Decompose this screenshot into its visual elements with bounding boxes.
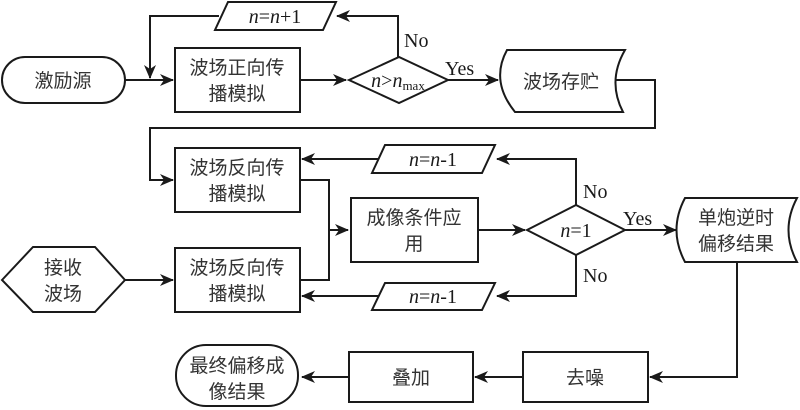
- process-shape: [174, 47, 301, 113]
- backward-top-line1: 波场反向传: [189, 157, 284, 179]
- decision-n1-expr: n=1: [560, 220, 591, 242]
- forward-sim-line2: 播模拟: [208, 83, 265, 105]
- node-final-result: 最终偏移成 像结果: [175, 344, 299, 407]
- edge-n1-no-to-decrement-top: [496, 153, 577, 205]
- node-single-shot-result: 单炮逆时 偏移结果: [675, 197, 799, 263]
- receiver-line2: 波场: [44, 283, 82, 305]
- label-n1-no-top: No: [583, 181, 607, 203]
- label-nmax-yes: Yes: [445, 58, 474, 80]
- single-shot-line2: 偏移结果: [698, 233, 774, 255]
- parallelogram-shape: [370, 144, 497, 174]
- imaging-line2: 用: [404, 233, 423, 255]
- source-label: 激励源: [34, 70, 91, 92]
- node-decision-nmax: n>nmax: [346, 55, 451, 105]
- imaging-line1: 成像条件应: [366, 207, 461, 229]
- decision-nmax-expr: n>nmax: [371, 70, 425, 93]
- denoise-label: 去噪: [566, 367, 604, 389]
- edge-result-to-denoise: [649, 262, 738, 383]
- final-line1: 最终偏移成: [189, 355, 284, 377]
- node-forward-sim: 波场正向传 播模拟: [174, 47, 301, 113]
- edge-backward-top-to-merge: [300, 179, 330, 281]
- backward-bottom-line1: 波场反向传: [189, 257, 284, 279]
- stored-data-shape: [499, 49, 627, 113]
- final-line2: 像结果: [208, 381, 265, 403]
- label-nmax-no: No: [404, 30, 428, 52]
- node-decrement-bottom: n=n-1: [370, 282, 497, 311]
- storage-label: 波场存贮: [523, 71, 599, 93]
- edge-increment-to-forward: [144, 15, 219, 79]
- forward-sim-line1: 波场正向传: [189, 57, 284, 79]
- parallelogram-shape: [213, 0, 338, 31]
- process-shape: [348, 351, 474, 403]
- process-shape: [522, 351, 649, 403]
- decrement-bottom-expr: n=n-1: [409, 286, 457, 308]
- increment-expr: n=n+1: [249, 6, 302, 28]
- decision-shape: [346, 55, 451, 105]
- node-backward-sim-bottom: 波场反向传 播模拟: [174, 247, 301, 313]
- parallelogram-shape: [370, 282, 497, 311]
- single-shot-line1: 单炮逆时: [698, 207, 774, 229]
- label-n1-no-bottom: No: [583, 265, 607, 287]
- label-n1-yes: Yes: [623, 208, 652, 230]
- node-decrement-top: n=n-1: [370, 144, 497, 174]
- edge-decision-no-to-increment: [336, 10, 399, 57]
- terminal-shape: [175, 344, 299, 407]
- node-receiver: 接收 波场: [0, 246, 127, 313]
- node-backward-sim-top: 波场反向传 播模拟: [174, 147, 301, 213]
- process-shape: [174, 247, 301, 313]
- decrement-top-expr: n=n-1: [409, 149, 457, 171]
- node-storage: 波场存贮: [499, 49, 627, 113]
- node-source: 激励源: [1, 56, 126, 104]
- backward-top-line2: 播模拟: [208, 183, 265, 205]
- node-increment: n=n+1: [213, 0, 338, 31]
- node-imaging-condition: 成像条件应 用: [350, 197, 479, 263]
- decision-shape: [524, 203, 628, 257]
- backward-bottom-line2: 播模拟: [208, 283, 265, 305]
- node-decision-n1: n=1: [524, 203, 628, 257]
- edge-storage-to-backward-top: [149, 79, 656, 186]
- process-shape: [174, 147, 301, 213]
- node-stack: 叠加: [348, 351, 474, 403]
- node-denoise: 去噪: [522, 351, 649, 403]
- edge-n1-no-to-decrement-bottom: [496, 255, 577, 302]
- stack-label: 叠加: [392, 367, 430, 389]
- hexagon-shape: [0, 246, 127, 313]
- process-shape: [350, 197, 479, 263]
- receiver-line1: 接收: [44, 257, 82, 279]
- terminal-shape: [1, 56, 126, 104]
- stored-data-shape: [675, 197, 799, 263]
